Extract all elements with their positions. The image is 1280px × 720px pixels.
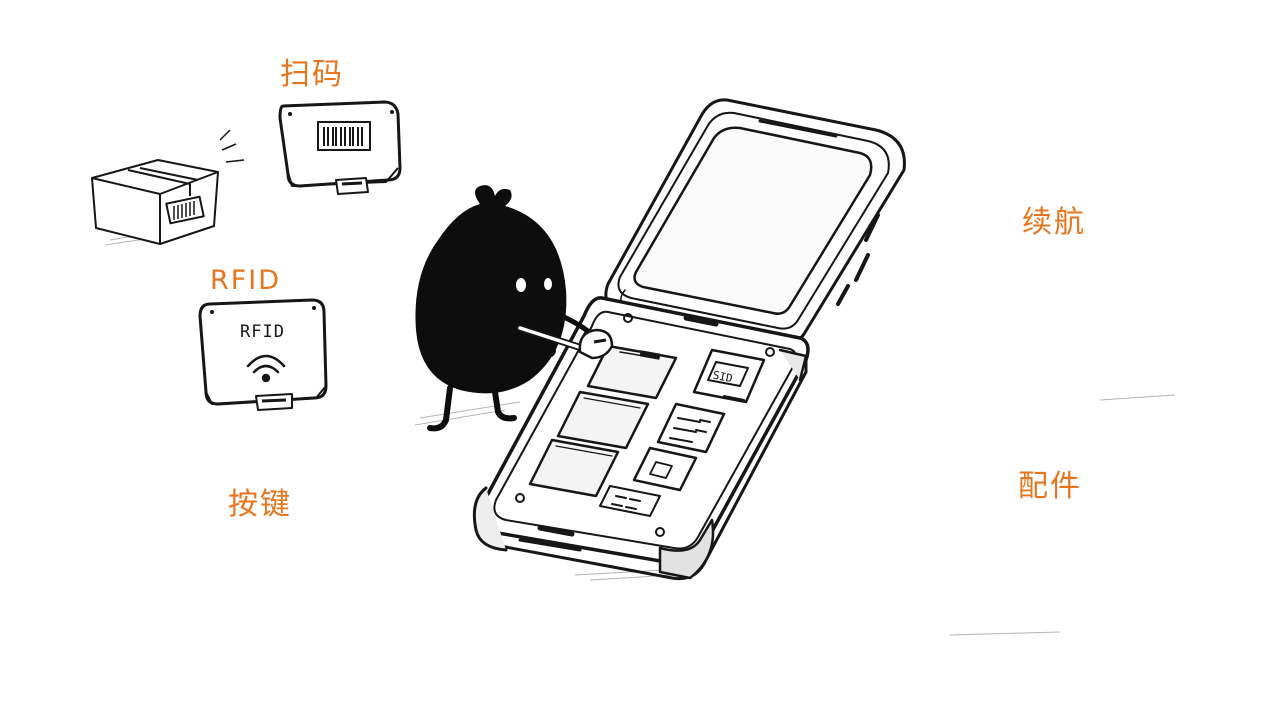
module-slot-3 bbox=[528, 438, 620, 498]
module-chip-board: SID bbox=[692, 348, 766, 404]
module-slot-1 bbox=[586, 344, 678, 400]
mascot-eye-right bbox=[544, 278, 552, 290]
wifi-icon bbox=[246, 354, 286, 383]
label-battery: 续航 bbox=[1022, 205, 1086, 240]
label-accessories: 配件 bbox=[1018, 469, 1082, 504]
wrench-icon bbox=[516, 324, 614, 360]
handheld-device: SID bbox=[472, 98, 906, 581]
module-chip-small bbox=[632, 446, 698, 492]
scan-module bbox=[278, 100, 402, 195]
label-scan: 扫码 bbox=[280, 57, 344, 92]
module-connector-strip bbox=[599, 485, 661, 517]
rfid-chip-text: RFID bbox=[240, 322, 285, 342]
barcode-icon bbox=[323, 127, 363, 146]
cardboard-box bbox=[91, 129, 245, 245]
rfid-module bbox=[198, 298, 328, 411]
module-slot-2 bbox=[556, 390, 650, 450]
device-screen bbox=[604, 98, 906, 346]
module-chip-grid bbox=[656, 402, 726, 454]
label-rfid: RFID bbox=[210, 265, 282, 296]
mascot-eye-left bbox=[516, 278, 526, 292]
board-chip-label: SID bbox=[712, 369, 734, 386]
label-keys: 按键 bbox=[228, 487, 292, 522]
